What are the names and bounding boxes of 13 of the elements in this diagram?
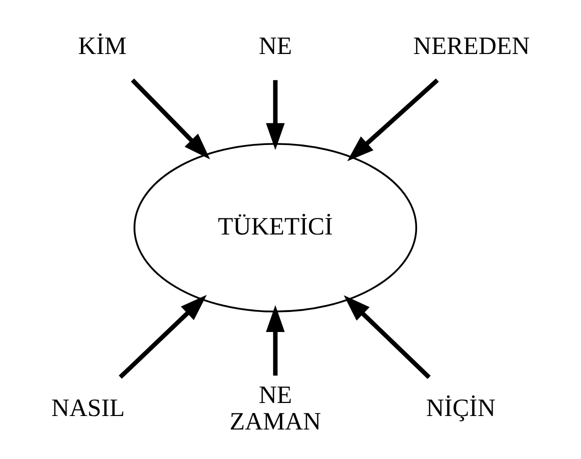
node-ellipse: TÜKETİCİ — [134, 143, 418, 312]
arrow — [347, 78, 439, 162]
node-text: KİM — [78, 33, 127, 60]
node-text: NE — [258, 33, 292, 60]
node-text: NEREDEN — [413, 33, 530, 60]
arrow — [344, 295, 431, 379]
node-text: NASIL — [51, 395, 125, 422]
arrow — [118, 294, 207, 379]
node-text: NİÇİN — [426, 395, 496, 422]
arrow — [130, 78, 210, 160]
node-text: NE ZAMAN — [230, 382, 322, 436]
arrow — [266, 305, 285, 376]
arrow — [266, 80, 285, 150]
